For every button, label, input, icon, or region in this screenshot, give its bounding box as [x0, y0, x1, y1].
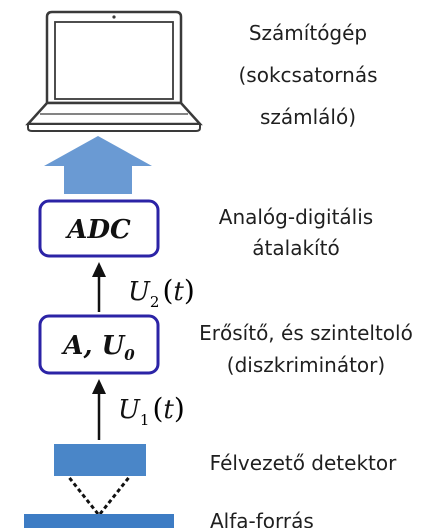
- adc-description: Analóg-digitális átalakító: [219, 205, 373, 260]
- laptop-icon: [25, 10, 203, 132]
- computer-label-line2: (sokcsatornás: [238, 63, 377, 87]
- amplifier-box-label: A, U0: [60, 331, 135, 364]
- arrow-detector-to-amplifier: [92, 379, 106, 440]
- adc-desc-line2: átalakító: [252, 236, 339, 260]
- amplifier-block: A, U0: [38, 314, 160, 375]
- amplifier-description: Erősítő, és szinteltoló (diszkriminátor): [199, 321, 413, 377]
- amplifier-desc-line2: (diszkriminátor): [227, 353, 385, 377]
- alpha-source-plate: [24, 514, 174, 528]
- signal-u1-label: U1(t): [118, 392, 185, 429]
- amplifier-desc-line1: Erősítő, és szinteltoló: [199, 321, 413, 345]
- computer-label-line1: Számítógép: [249, 21, 367, 45]
- detector-block: [54, 444, 146, 476]
- alpha-source-label: Alfa-forrás: [210, 509, 314, 528]
- adc-desc-line1: Analóg-digitális: [219, 205, 373, 229]
- alpha-particle-paths: [66, 475, 132, 515]
- signal-u2-label: U2(t): [128, 274, 195, 311]
- computer-label: Számítógép (sokcsatornás számláló): [238, 21, 377, 129]
- detector-label: Félvezető detektor: [210, 451, 397, 475]
- arrow-amplifier-to-adc: [92, 262, 106, 312]
- adc-box-label: ADC: [64, 215, 131, 245]
- computer-label-line3: számláló): [260, 105, 356, 129]
- data-flow-arrow: [44, 136, 152, 194]
- adc-block: ADC: [38, 199, 160, 258]
